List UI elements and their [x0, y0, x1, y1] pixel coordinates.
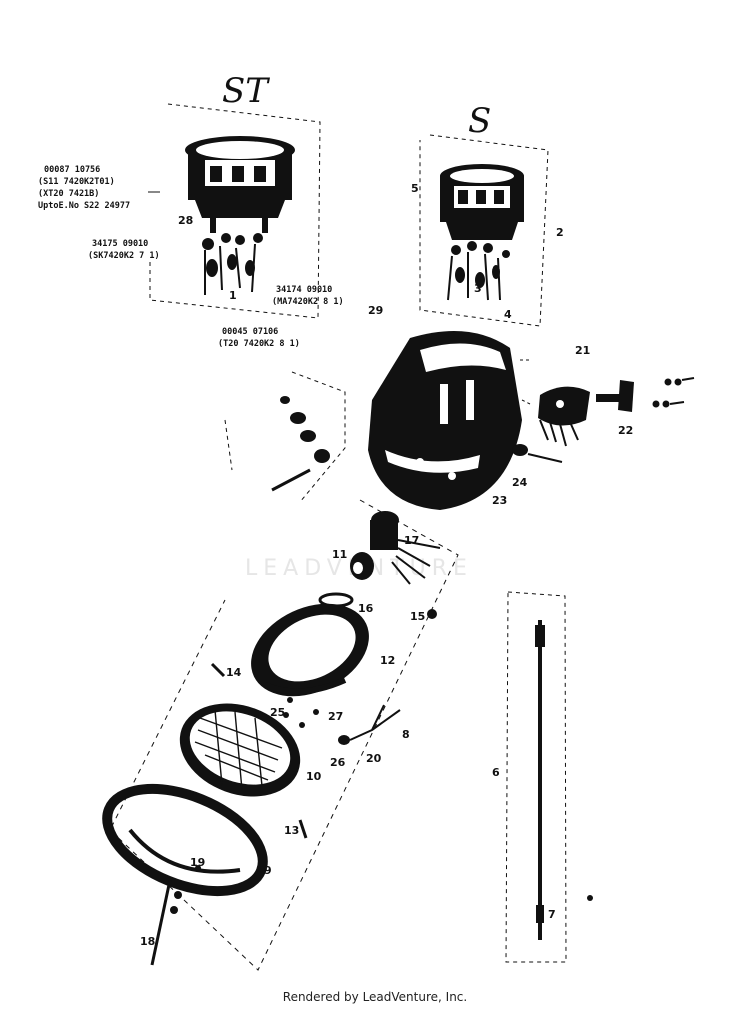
- callout-22: 22: [618, 424, 633, 437]
- svg-text:(SK7420K2 7 1): (SK7420K2 7 1): [88, 251, 160, 261]
- callout-29: 29: [368, 304, 383, 317]
- callout-16: 16: [358, 602, 374, 615]
- callout-6: 6: [492, 766, 500, 779]
- callout-7: 7: [548, 908, 556, 921]
- callout-4: 4: [504, 308, 512, 321]
- note-wire: 34174 09010 (MA7420K2 8 1): [272, 285, 344, 307]
- callout-11: 11: [332, 548, 347, 561]
- svg-text:(T20 7420K2 8 1): (T20 7420K2 8 1): [218, 339, 300, 349]
- callout-14: 14: [226, 666, 242, 679]
- speedometer-cable: [505, 591, 593, 963]
- callout-10: 10: [306, 770, 322, 783]
- callout-1: 1: [229, 289, 237, 302]
- svg-text:(MA7420K2 8 1): (MA7420K2 8 1): [272, 297, 344, 307]
- callout-25: 25: [270, 706, 285, 719]
- note-top: 00087 10756 (S11 7420K2T01) (XT20 7421B)…: [38, 165, 160, 211]
- callout-2: 2: [556, 226, 564, 239]
- callout-28: 28: [178, 214, 193, 227]
- group-label-s: S: [468, 101, 491, 141]
- callout-9: 9: [264, 864, 272, 877]
- callout-23: 23: [492, 494, 507, 507]
- callouts: 1 2 3 4 5 6 7 8 9 10 11 12 13 14 15 16 1…: [140, 182, 633, 948]
- callout-5: 5: [411, 182, 419, 195]
- group-label-st: ST: [222, 71, 270, 111]
- headlight-unit: [102, 499, 459, 971]
- callout-8: 8: [402, 728, 410, 741]
- callout-13: 13: [284, 824, 299, 837]
- callout-21: 21: [575, 344, 590, 357]
- s-meter-assembly: [419, 134, 549, 327]
- svg-text:00087 10756: 00087 10756: [44, 165, 100, 175]
- callout-20a: 20: [366, 752, 382, 765]
- svg-text:(XT20 7421B): (XT20 7421B): [38, 189, 99, 199]
- ignition-switch: [512, 377, 695, 463]
- st-meter-assembly: [149, 103, 321, 319]
- callout-12: 12: [380, 654, 395, 667]
- callout-26: 26: [330, 756, 346, 769]
- callout-19: 19: [190, 856, 205, 869]
- callout-3: 3: [474, 282, 482, 295]
- note-bottom: 00045 07106 (T20 7420K2 8 1): [218, 327, 300, 349]
- svg-text:34175 09010: 34175 09010: [92, 239, 148, 249]
- callout-27: 27: [328, 710, 343, 723]
- svg-text:34174 09010: 34174 09010: [276, 285, 332, 295]
- svg-text:00045 07106: 00045 07106: [222, 327, 278, 337]
- mounting-hardware: [224, 371, 346, 503]
- headlight-case: [368, 330, 532, 510]
- footer-credit: Rendered by LeadVenture, Inc.: [282, 990, 468, 1004]
- callout-15: 15: [410, 610, 425, 623]
- callout-18: 18: [140, 935, 155, 948]
- callout-24: 24: [512, 476, 528, 489]
- note-socket: 34175 09010 (SK7420K2 7 1): [88, 239, 160, 261]
- svg-text:(S11 7420K2T01): (S11 7420K2T01): [38, 177, 115, 187]
- callout-17: 17: [404, 534, 419, 547]
- svg-text:UptoE.No S22 24977: UptoE.No S22 24977: [38, 201, 130, 211]
